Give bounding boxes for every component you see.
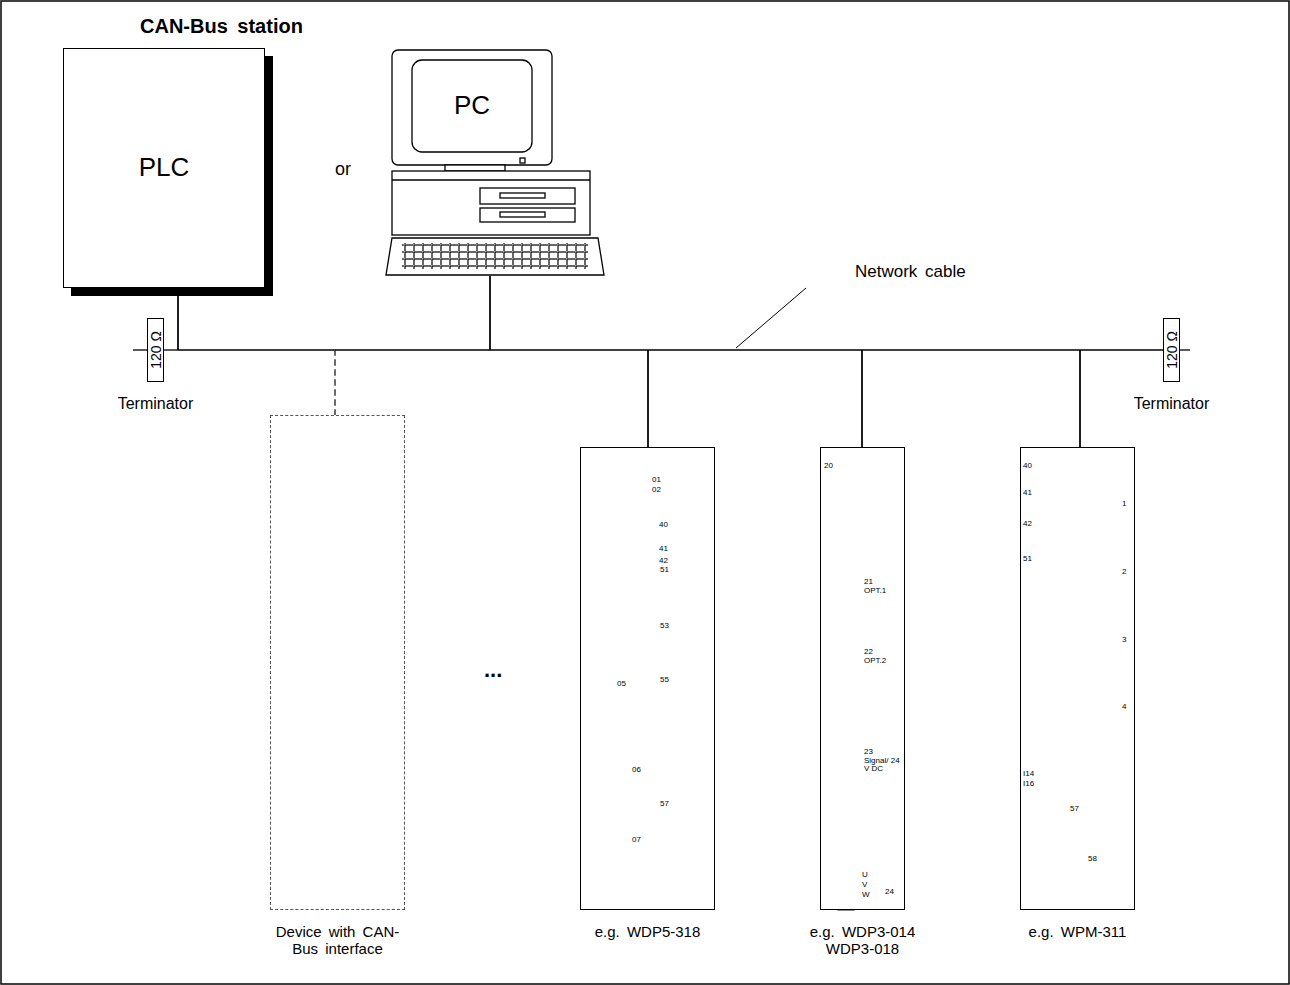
led-name: 02 [652, 486, 661, 494]
bus-connector [178, 288, 335, 415]
bus-connector [862, 350, 1080, 447]
connector-number: 55 [660, 676, 669, 684]
connector-number: 51 [660, 566, 669, 574]
bus-segment [648, 349, 862, 350]
connector-number: 05 [617, 680, 626, 688]
bus-segment [334, 350, 335, 415]
bus-stub [1180, 349, 1190, 350]
bus-segment [647, 350, 648, 447]
connector-name: OPT.2 [864, 657, 886, 665]
bus-segment [489, 276, 490, 350]
connector-number: 23 [864, 748, 873, 756]
bus-segment [1079, 350, 1080, 447]
bus-connector [335, 276, 490, 415]
node-label: PLC [139, 153, 190, 183]
bus-segment [861, 350, 862, 447]
bus-segment [177, 288, 178, 350]
device-caption: Device with CAN-Bus interface [270, 923, 405, 958]
leader-line [736, 288, 806, 348]
device-caption: Terminator [96, 395, 216, 413]
connector-number: 24 [885, 888, 894, 896]
part-number: 42 [659, 557, 668, 565]
connector-number: 21 [864, 578, 873, 586]
terminator-resistor: 120 ΩTerminator [1163, 318, 1180, 382]
bus-segment [334, 350, 335, 415]
signal-name: I14 [1023, 770, 1034, 778]
device-caption: e.g. WDP5-318 [563, 923, 733, 940]
device-caption: e.g. WDP3-014 WDP3-018 [808, 923, 918, 958]
pin-name: W [862, 891, 870, 899]
bus-segment [490, 349, 648, 350]
bus-segment [164, 349, 178, 350]
bus-segment [177, 288, 178, 350]
node-label: PC [454, 91, 490, 121]
plc-box: PLC [63, 48, 265, 288]
pin-name: U [862, 871, 868, 879]
part-number: 20 [824, 462, 833, 470]
signal-name: I16 [1023, 780, 1034, 788]
connector-number: 4 [1122, 703, 1126, 711]
led-name: 01 [652, 476, 661, 484]
resistance-value: 120 Ω [147, 331, 163, 369]
part-number: 41 [1023, 489, 1032, 497]
part-number: 42 [1023, 520, 1032, 528]
connector-name: OPT.1 [864, 587, 886, 595]
bus-segment [647, 350, 648, 447]
drive-panel: e.g. WDP5-318 [580, 447, 715, 910]
module-panel: e.g. WPM-311 [1020, 447, 1135, 910]
connector-number: 57 [660, 800, 669, 808]
terminator-resistor: 120 ΩTerminator [147, 318, 164, 382]
device-caption: Terminator [1112, 395, 1232, 413]
bus-segment [178, 349, 335, 350]
connector-number: 57 [1070, 805, 1079, 813]
connector-number: 3 [1122, 636, 1126, 644]
bus-segment [489, 276, 490, 350]
connector-number: 2 [1122, 568, 1126, 576]
connector-number: 1 [1122, 500, 1126, 508]
bus-segment [1079, 350, 1080, 447]
bus-connector [164, 288, 178, 350]
bus-connector [648, 350, 862, 447]
part-number: 40 [659, 521, 668, 529]
bus-connector [490, 276, 648, 447]
diagram-title: CAN-Bus station [140, 16, 303, 37]
connector-number: 07 [632, 836, 641, 844]
bus-segment [335, 349, 490, 350]
callout-text: Network cable [855, 263, 966, 281]
part-number: 40 [1023, 462, 1032, 470]
part-number: 41 [659, 545, 668, 553]
connector-number: 22 [864, 648, 873, 656]
resistance-value: 120 Ω [1163, 331, 1179, 369]
device-caption: e.g. WPM-311 [1003, 923, 1153, 940]
pc-illustration [386, 50, 604, 275]
connector-number: 06 [632, 766, 641, 774]
conjunction-text: or [335, 160, 351, 179]
bus-segment [1080, 349, 1163, 350]
connector-number: 58 [1088, 855, 1097, 863]
can-device-box: Device with CAN-Bus interface [270, 415, 405, 910]
pin-name: V [862, 881, 867, 889]
bus-segment [862, 349, 1080, 350]
ellipsis: ... [484, 658, 502, 681]
pc-unit: PC [383, 50, 605, 276]
connector-name: Signal/ 24 V DC [864, 757, 904, 774]
bus-segment [861, 350, 862, 447]
connector-number: 53 [660, 622, 669, 630]
connector-number: 51 [1023, 555, 1032, 563]
drive-panel: e.g. WDP3-014 WDP3-018 [820, 447, 905, 910]
bus-stub [133, 349, 147, 350]
